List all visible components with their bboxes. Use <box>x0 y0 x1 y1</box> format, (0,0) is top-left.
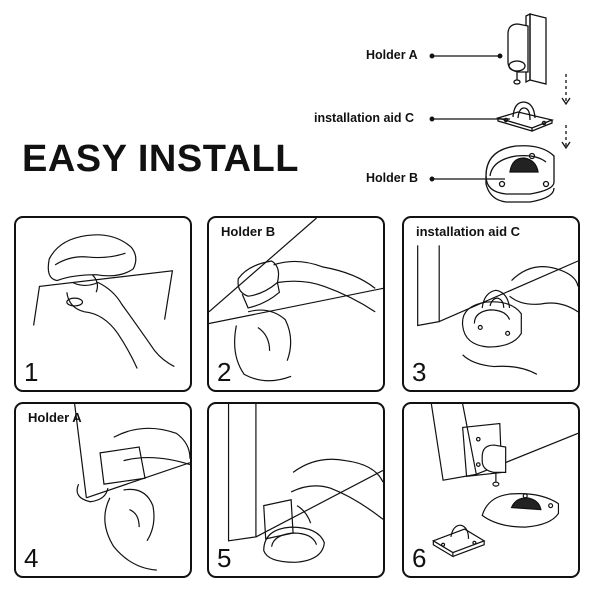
step-panel-3: installation aid C 3 <box>402 216 580 392</box>
wipe-surface-illustration <box>16 218 190 390</box>
step-label: Holder B <box>221 224 276 239</box>
step-number: 1 <box>24 357 39 387</box>
installation-aid-c-label: installation aid C <box>314 111 415 125</box>
press-holder-illustration <box>209 404 383 576</box>
page-title: EASY INSTALL <box>22 138 299 180</box>
step-label: installation aid C <box>416 224 521 239</box>
parts-illustration <box>300 0 600 210</box>
step-label: Holder A <box>28 410 82 425</box>
step-panel-4: Holder A 4 <box>14 402 192 578</box>
step-number: 2 <box>217 357 232 387</box>
step-number: 3 <box>412 357 427 387</box>
step-panel-6: 6 <box>402 402 580 578</box>
holder-a-label: Holder A <box>366 48 418 62</box>
step-number: 6 <box>412 543 427 573</box>
step-panel-1: 1 <box>14 216 192 392</box>
step-number: 5 <box>217 543 232 573</box>
step-panel-2: Holder B 2 <box>207 216 385 392</box>
attach-holder-b-illustration <box>209 218 383 390</box>
parts-diagram: Holder A installation aid C Holder B <box>300 0 600 210</box>
step-number: 4 <box>24 543 39 573</box>
finished-installation-illustration <box>404 404 578 576</box>
holder-b-label: Holder B <box>366 171 419 185</box>
place-installation-aid-illustration <box>404 218 578 390</box>
attach-holder-a-illustration <box>16 404 190 576</box>
step-panel-5: 5 <box>207 402 385 578</box>
